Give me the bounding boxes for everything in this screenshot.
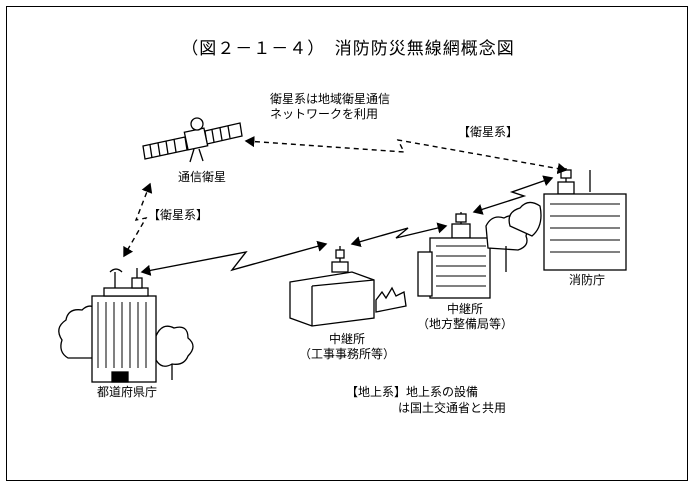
satellite-links bbox=[123, 135, 568, 258]
satellite-icon bbox=[142, 117, 243, 163]
prefecture-building-icon bbox=[58, 268, 194, 383]
relay-construction-building-icon bbox=[289, 246, 407, 327]
satellite-label: 通信衛星 bbox=[178, 170, 227, 184]
relay-construction-label-line1: 中継所 bbox=[328, 332, 365, 346]
fire-agency-label: 消防庁 bbox=[569, 273, 606, 287]
satellite-network-note-line2: ネットワークを利用 bbox=[270, 107, 379, 121]
ground-system-note-line1: 【地上系】地上系の設備 bbox=[346, 385, 479, 399]
satellite-system-label-upper: 【衛星系】 bbox=[458, 125, 519, 139]
relay-construction-label-line2: （工事事務所等） bbox=[298, 347, 395, 361]
prefecture-label: 都道府県庁 bbox=[97, 385, 158, 399]
diagram-frame bbox=[6, 6, 688, 481]
satellite-system-label-left: 【衛星系】 bbox=[148, 208, 209, 222]
diagram-title: （図２－１－４） 消防防災無線網概念図 bbox=[181, 39, 515, 59]
fire-agency-building-icon bbox=[508, 168, 627, 271]
ground-system-note-line2: は国土交通省と共用 bbox=[398, 401, 507, 415]
relay-regional-label-line1: 中継所 bbox=[446, 302, 483, 316]
microwave-links bbox=[140, 175, 554, 276]
relay-regional-label-line2: （地方整備局等） bbox=[416, 317, 513, 331]
satellite-network-note-line1: 衛星系は地域衛星通信 bbox=[270, 92, 391, 106]
